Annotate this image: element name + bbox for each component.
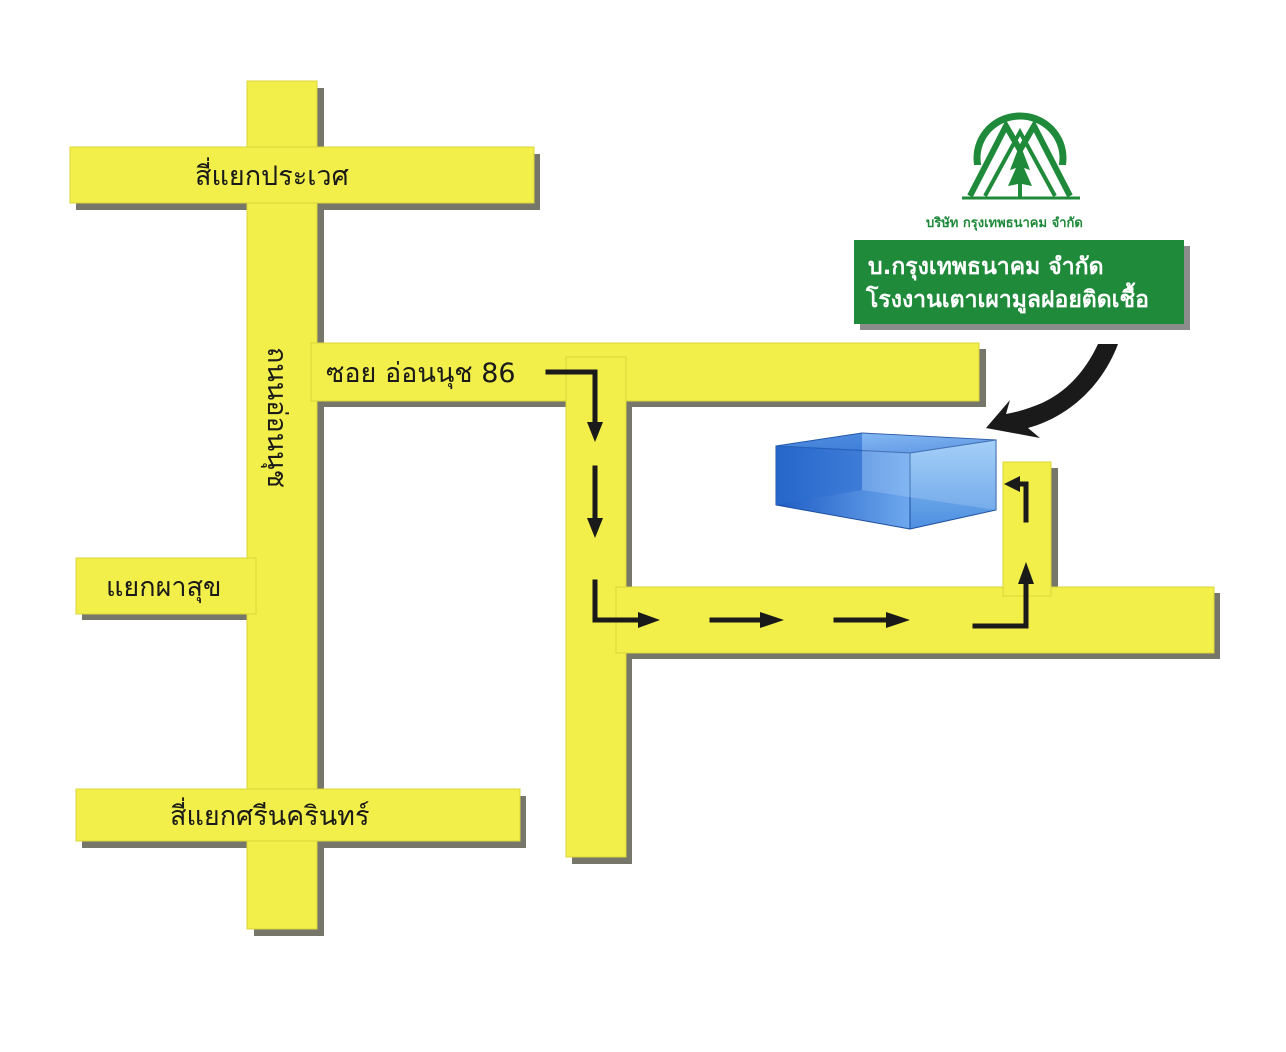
- route-arrow-head-icon: [638, 612, 660, 628]
- sign-line-2: โรงงานเตาเผามูลฝอยติดเชื้อ: [865, 282, 1149, 314]
- route-arrow-head-icon: [886, 612, 910, 628]
- building-icon: [775, 432, 997, 530]
- route-arrow-head-icon: [1004, 476, 1020, 492]
- road-mid-horizontal: [75, 557, 257, 615]
- road-east-horizontal: [615, 586, 1215, 654]
- label-north-intersection: สี่แยกประเวศ: [195, 157, 349, 192]
- pointer-arrow-icon: [986, 344, 1118, 438]
- route-arrows: [545, 369, 1034, 629]
- company-name-small: บริษัท กรุงเทพธนาคม จำกัด: [926, 215, 1083, 231]
- label-soi: ซอย อ่อนนุช 86: [326, 358, 516, 390]
- route-arrow-icon: [1015, 481, 1029, 523]
- route-arrow-icon: [545, 369, 598, 428]
- road-north-horizontal: [69, 146, 535, 204]
- road-soi: [310, 342, 980, 402]
- destination-sign: บ.กรุงเทพธนาคม จำกัด โรงงานเตาเผามูลฝอยต…: [854, 240, 1190, 330]
- route-arrow-head-icon: [587, 422, 603, 442]
- label-south-intersection: สี่แยกศรีนครินทร์: [170, 797, 369, 832]
- roads: [69, 80, 1215, 930]
- route-arrow-head-icon: [760, 612, 784, 628]
- route-arrow-icon: [972, 579, 1029, 629]
- route-arrow-icon: [592, 579, 643, 623]
- road-main-vertical: [246, 80, 318, 930]
- route-arrow-head-icon: [587, 518, 603, 538]
- company-logo-icon: [962, 112, 1080, 205]
- label-main-road: ถนนอ่อนนุช: [260, 347, 292, 488]
- route-arrow-head-icon: [1018, 562, 1034, 584]
- label-mid-junction: แยกผาสุข: [106, 572, 222, 604]
- road-south-horizontal: [75, 788, 521, 842]
- sign-line-1: บ.กรุงเทพธนาคม จำกัด: [868, 254, 1104, 281]
